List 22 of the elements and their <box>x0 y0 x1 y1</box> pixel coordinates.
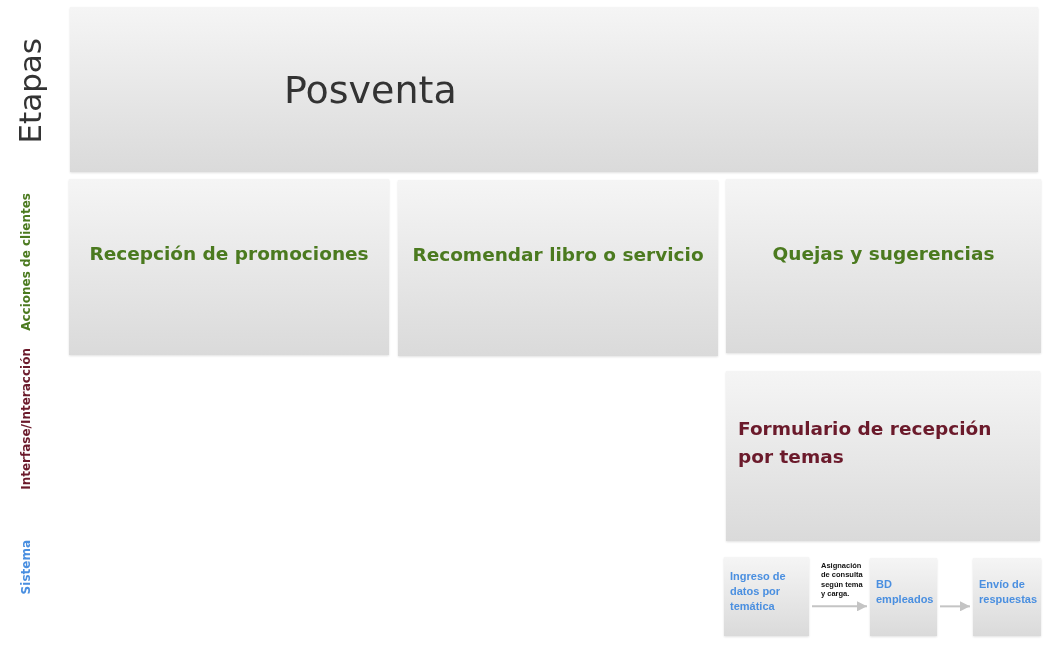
box-label: Quejas y sugerencias <box>772 243 995 264</box>
action-box <box>69 179 389 355</box>
arrow <box>811 601 868 612</box>
box-label: Recepción de promociones <box>89 243 369 264</box>
lane-label: Interfase/Interacción <box>19 348 33 490</box>
system-box <box>870 558 937 636</box>
box-label: BD empleados <box>876 577 935 607</box>
action-box <box>398 180 718 356</box>
system-box <box>724 557 809 636</box>
box-label: Envío de respuestas <box>979 577 1039 607</box>
box-label: Ingreso de datos por temática <box>730 569 787 614</box>
stage-band <box>70 7 1038 172</box>
interface-box <box>726 371 1040 541</box>
lane-label: Acciones de clientes <box>19 193 33 331</box>
action-box <box>726 179 1041 353</box>
box-label: Formulario de recepción por temas <box>738 417 993 469</box>
box-label: Recomendar libro o servicio <box>412 244 704 265</box>
row-heading: Etapas <box>12 38 48 144</box>
stage-title: Posventa <box>284 67 457 112</box>
system-box <box>973 558 1041 636</box>
lane-label: Sistema <box>19 540 33 595</box>
arrow <box>939 601 971 612</box>
